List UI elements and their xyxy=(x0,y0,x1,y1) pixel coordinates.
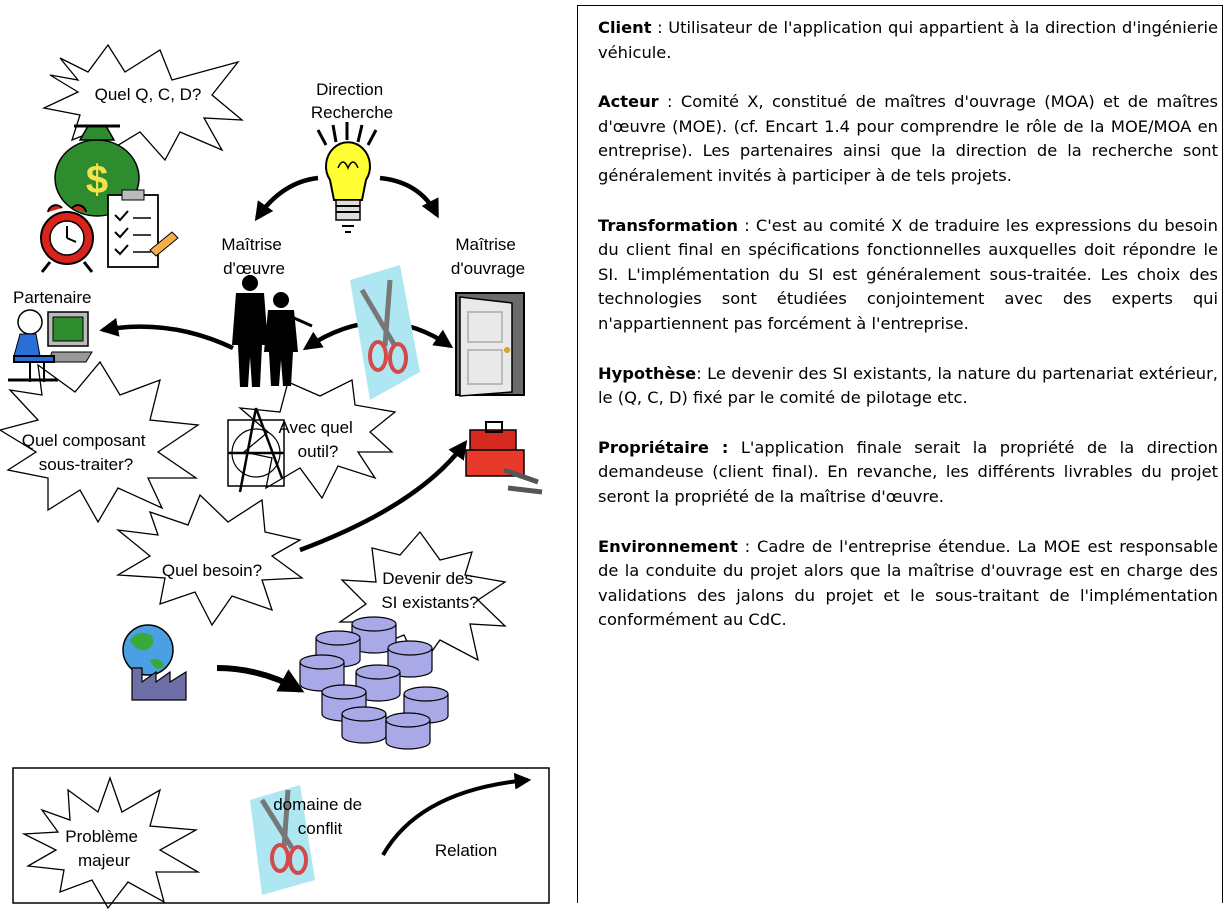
definition-term: Client xyxy=(598,18,652,37)
relation-arrow xyxy=(216,665,305,693)
definition-acteur: Acteur : Comité X, constitué de maîtres … xyxy=(598,92,1218,185)
relation-arrow xyxy=(379,175,439,219)
legend-relation-label: Relation xyxy=(435,841,497,860)
definition-proprietaire: Propriétaire : L'application finale sera… xyxy=(598,436,1218,510)
problem-burst xyxy=(115,493,304,627)
quel-qcd-label: Quel Q, C, D? xyxy=(95,85,202,104)
definition-term: Hypothèse xyxy=(598,363,697,383)
definition-environnement: Environnement : Cadre de l'entreprise ét… xyxy=(598,536,1218,630)
legend-conflit-label: domaine de conflit xyxy=(273,795,367,838)
partenaire-label: Partenaire xyxy=(13,288,91,307)
definition-text: L'application finale serait la propriété… xyxy=(598,437,1218,506)
legend: Problème majeur domaine de conflit Relat… xyxy=(12,767,550,904)
people-icon xyxy=(232,275,313,387)
definition-term: Environnement xyxy=(598,536,738,556)
scissors-icon xyxy=(350,265,420,400)
computer-user-icon xyxy=(8,309,93,382)
compass-icon xyxy=(227,407,285,493)
clipboard-icon xyxy=(107,189,179,268)
toolbox-icon xyxy=(465,421,543,495)
definition-text: Le devenir des SI existants, la nature d… xyxy=(598,363,1218,408)
definition-term: Transformation xyxy=(598,215,739,235)
definitions-list: Client : Utilisateur de l'application qu… xyxy=(598,16,1218,658)
definition-text: C'est au comité X de traduire les expres… xyxy=(598,215,1218,333)
lightbulb-icon xyxy=(316,122,378,233)
avec-quel-outil-label: Avec quel outil? xyxy=(278,418,357,461)
svg-text:$: $ xyxy=(86,158,108,202)
definition-text: Comité X, constitué de maîtres d'ouvrage… xyxy=(598,92,1218,185)
definition-text: Utilisateur de l'application qui apparti… xyxy=(598,18,1218,62)
alarm-clock-icon xyxy=(40,204,94,273)
quel-besoin-label: Quel besoin? xyxy=(162,561,262,580)
quel-composant-label: Quel composant sous-traiter? xyxy=(22,431,151,474)
legend-scissors-icon xyxy=(250,785,315,895)
database-icon xyxy=(299,616,449,750)
definition-hypothese: Hypothèse: Le devenir des SI existants, … xyxy=(598,363,1218,408)
legend-probleme-label: Problème majeur xyxy=(65,827,143,870)
maitrise-ouvrage-label: Maîtrise d'ouvrage xyxy=(451,235,525,278)
definition-client: Client : Utilisateur de l'application qu… xyxy=(598,18,1218,62)
legend-relation-arrow xyxy=(381,772,532,856)
earth-factory-icon xyxy=(122,624,187,701)
problem-burst xyxy=(21,776,201,910)
devenir-si-label: Devenir des SI existants? xyxy=(381,569,478,612)
maitrise-oeuvre-label: Maîtrise d'œuvre xyxy=(221,235,286,278)
definition-term: Propriétaire : xyxy=(598,437,729,457)
definition-transformation: Transformation : C'est au comité X de tr… xyxy=(598,215,1218,333)
actor-diagram: $ xyxy=(0,43,550,910)
relation-arrow xyxy=(99,318,234,351)
definitions-box: Client : Utilisateur de l'application qu… xyxy=(577,5,1223,903)
problem-burst xyxy=(0,360,200,524)
relation-arrow xyxy=(254,175,319,222)
relation-arrow xyxy=(299,439,468,553)
definition-term: Acteur xyxy=(598,92,659,112)
definition-text: Cadre de l'entreprise étendue. La MOE es… xyxy=(598,536,1218,630)
door-icon xyxy=(455,292,525,397)
direction-recherche-label: Direction Recherche xyxy=(311,80,393,122)
